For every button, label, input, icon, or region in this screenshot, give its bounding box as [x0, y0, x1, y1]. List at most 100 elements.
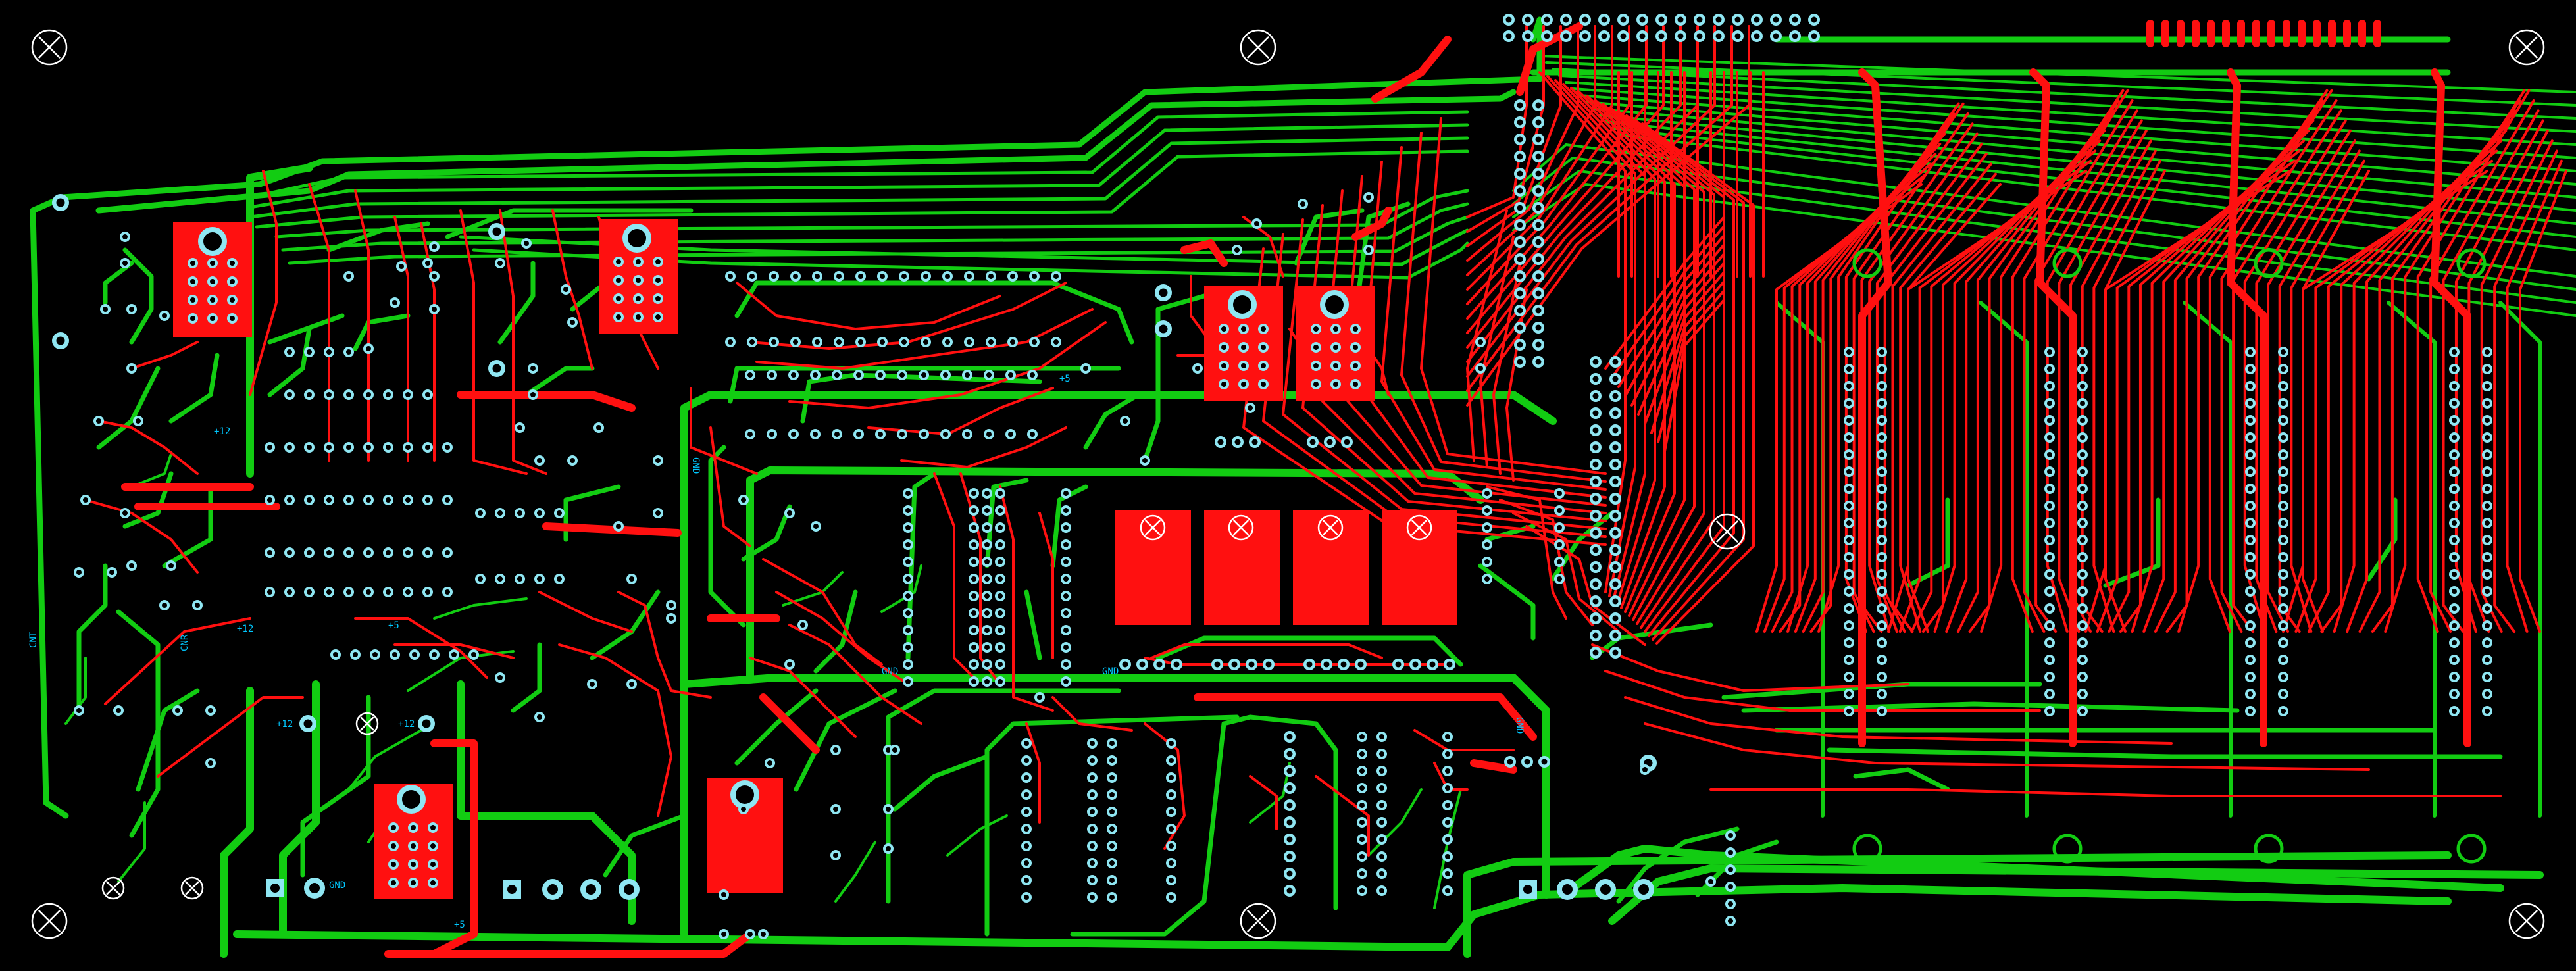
pad-ring-icon — [1107, 738, 1117, 749]
pad-ring-icon — [1303, 659, 1315, 670]
pad-ring-icon — [1503, 14, 1515, 26]
pad-ring-icon — [1376, 868, 1387, 879]
pad-ring-icon — [265, 547, 275, 558]
pad-ring-icon — [747, 337, 757, 347]
pad-ring-icon — [2044, 535, 2055, 545]
pad-ring-icon — [1694, 14, 1705, 26]
header-pin — [2146, 20, 2154, 47]
pad-ring-icon — [969, 488, 979, 499]
pad-ring-icon — [1554, 557, 1565, 567]
pad-ring-icon — [2278, 586, 2288, 597]
big-pad-icon — [1320, 290, 1349, 319]
fanout-trace — [1609, 107, 1715, 629]
mounting-pad-icon — [2052, 834, 2083, 864]
pad-ring-icon — [383, 587, 393, 597]
via-ring-icon — [719, 929, 729, 939]
pad-ring-icon — [995, 591, 1005, 601]
via-ring-icon — [653, 455, 663, 466]
via-ring-icon — [890, 745, 900, 755]
fanout-trace — [1868, 132, 1979, 633]
top-right-header — [2146, 20, 2381, 47]
pad-ring-icon — [1087, 858, 1098, 868]
pad-ring-icon — [1219, 361, 1229, 371]
bundle-trace — [1466, 25, 1596, 276]
pad-ring-icon — [982, 625, 992, 635]
pad-ring-icon — [1844, 347, 1854, 357]
pad-ring-icon — [2449, 706, 2460, 716]
via-ring-icon — [74, 705, 84, 716]
pad-ring-icon — [1376, 834, 1387, 845]
pad-ring-icon — [442, 587, 453, 597]
pad-ring-icon — [1598, 30, 1610, 42]
pad-ring-icon — [790, 337, 801, 347]
pad-ring-icon — [363, 442, 374, 453]
pad-ring-icon — [2278, 706, 2288, 716]
pad-ring-icon — [1166, 755, 1176, 766]
fanout-trace — [2154, 109, 2319, 633]
pad-ring-icon — [1514, 116, 1526, 128]
fanout-trace — [2142, 119, 2315, 633]
pad-ring-icon — [1376, 817, 1387, 828]
pad-ring-icon — [370, 649, 380, 660]
pad-ring-icon — [2077, 466, 2088, 477]
pad-ring-icon — [284, 442, 295, 453]
pad-ring-icon — [2449, 586, 2460, 597]
pad-ring-icon — [1877, 415, 1887, 426]
pad-ring-icon — [475, 574, 486, 584]
fanout-trace — [1921, 139, 2102, 633]
via-ring-icon — [593, 422, 604, 433]
fanout-trace — [1809, 112, 1956, 633]
pad-ring-icon — [1238, 379, 1249, 389]
pad-ring-icon — [383, 547, 393, 558]
pad-ring-icon — [903, 505, 913, 516]
via-ring-icon — [107, 567, 117, 578]
pad-ring-icon — [1153, 659, 1165, 670]
fanout-trace — [1945, 119, 2111, 633]
pad-ring-icon — [2245, 415, 2256, 426]
pad-ring-icon — [1357, 817, 1367, 828]
pad-ring-icon — [1258, 342, 1269, 353]
header-pin — [2283, 20, 2290, 47]
pad-ring-icon — [853, 429, 864, 439]
header-pin — [2298, 20, 2306, 47]
pad-ring-icon — [2077, 603, 2088, 614]
pad-ring-icon — [1609, 493, 1621, 505]
pad-ring-icon — [1844, 381, 1854, 391]
mounting-pad-icon — [2456, 248, 2487, 278]
pad-ring-icon — [390, 649, 400, 660]
pad-ring-icon — [633, 312, 644, 322]
pad-ring-icon — [1514, 168, 1526, 180]
pad-ring-icon — [1409, 659, 1421, 670]
via-ring-icon — [883, 843, 894, 854]
bundle-trace — [1466, 25, 1648, 320]
pad-ring-icon — [982, 574, 992, 584]
pad-ring-icon — [2278, 501, 2288, 511]
pad-ring-icon — [2077, 501, 2088, 511]
pad-ring-icon — [2077, 364, 2088, 374]
pad-ring-icon — [2044, 569, 2055, 580]
pad-ring-icon — [1554, 505, 1565, 516]
via-ring-icon — [1120, 416, 1130, 426]
pad-ring-icon — [1107, 789, 1117, 800]
pad-ring-icon — [1532, 202, 1544, 214]
via-ring-icon — [738, 804, 749, 814]
pad-ring-icon — [903, 676, 913, 687]
pad-ring-icon — [1609, 544, 1621, 556]
bundle-trace — [1466, 25, 1733, 392]
via-ring-icon — [429, 241, 440, 252]
pad-ring-icon — [903, 659, 913, 670]
pad-ring-icon — [1357, 766, 1367, 776]
pad-ring-icon — [1789, 30, 1801, 42]
pad-ring-icon — [1590, 510, 1602, 522]
pad-ring-icon — [1877, 449, 1887, 460]
pad-ring-icon — [897, 429, 907, 439]
pad-ring-icon — [834, 271, 844, 282]
pad-ring-icon — [1877, 432, 1887, 443]
pad-ring-icon — [2278, 364, 2288, 374]
pad-ring-icon — [903, 642, 913, 653]
pad-ring-icon — [1514, 185, 1526, 197]
pad-ring-icon — [2077, 706, 2088, 716]
pad-ring-icon — [2044, 655, 2055, 665]
header-pin — [2313, 20, 2321, 47]
pad-ring-icon — [403, 547, 413, 558]
